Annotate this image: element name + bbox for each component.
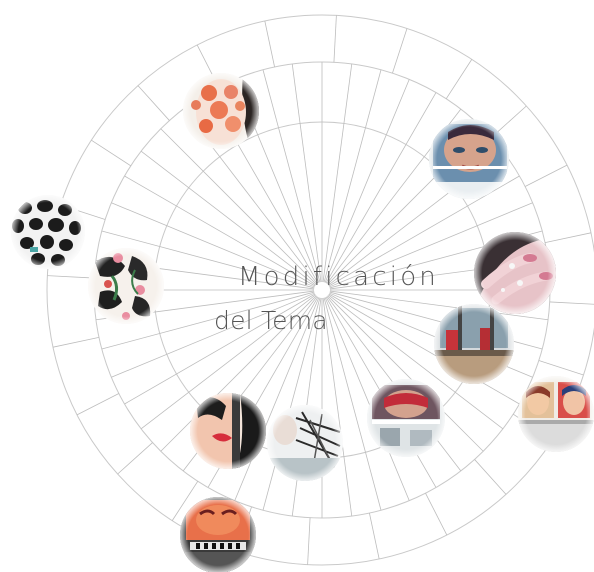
diagram-title-line-1: Modificación bbox=[238, 262, 439, 292]
spoke-outer bbox=[307, 517, 311, 565]
spoke-inner bbox=[324, 79, 410, 283]
spoke-inner bbox=[327, 295, 484, 452]
image-circle-painted-face-mural bbox=[429, 119, 509, 199]
spoke-outer bbox=[544, 232, 592, 243]
spoke-outer bbox=[538, 360, 584, 376]
spoke-inner bbox=[111, 292, 315, 378]
spoke-inner bbox=[111, 202, 315, 288]
spoke-outer bbox=[392, 28, 408, 74]
image-circle-floral-cutout-collage bbox=[88, 248, 164, 324]
spoke-outer bbox=[137, 85, 170, 121]
image-circle-store-interior-red bbox=[434, 304, 514, 384]
spoke-inner bbox=[101, 291, 315, 350]
spoke-inner bbox=[329, 290, 549, 321]
spoke-inner bbox=[325, 92, 437, 284]
spoke-inner bbox=[140, 294, 316, 430]
image-circle-pop-art-kiss-comic bbox=[190, 393, 266, 469]
spoke-inner bbox=[322, 297, 353, 517]
spoke-outer bbox=[264, 20, 275, 68]
spoke-inner bbox=[329, 202, 533, 288]
spoke-inner bbox=[323, 297, 382, 511]
spoke-inner bbox=[140, 150, 316, 286]
spoke-inner bbox=[124, 293, 316, 405]
diagram-title-line-2: del Tema bbox=[214, 306, 328, 335]
spoke-outer bbox=[445, 59, 473, 100]
spoke-inner bbox=[101, 230, 315, 289]
spoke-outer bbox=[76, 393, 120, 416]
image-circle-orange-floral-mask-face bbox=[183, 73, 259, 149]
spoke-outer bbox=[524, 164, 568, 187]
spoke-inner bbox=[291, 63, 322, 283]
spoke-inner bbox=[160, 295, 317, 452]
image-circle-black-white-polka-pattern bbox=[11, 195, 85, 269]
spoke-inner bbox=[328, 293, 520, 405]
spoke-outer bbox=[91, 139, 132, 167]
spoke-inner bbox=[324, 297, 410, 501]
spoke-inner bbox=[262, 69, 321, 283]
spoke-inner bbox=[262, 297, 321, 511]
spoke-outer bbox=[425, 492, 448, 536]
spoke-outer bbox=[369, 512, 380, 560]
spoke-outer bbox=[474, 459, 507, 495]
spoke-outer bbox=[47, 275, 95, 279]
spoke-inner bbox=[322, 63, 353, 283]
image-circle-red-mask-window-display bbox=[367, 379, 445, 457]
spoke-inner bbox=[323, 69, 382, 283]
spoke-outer bbox=[333, 15, 337, 63]
image-circle-orange-face-store-window bbox=[180, 497, 256, 572]
image-circle-pop-art-comic-women bbox=[518, 376, 594, 452]
spoke-inner bbox=[328, 294, 504, 430]
spoke-outer bbox=[549, 301, 594, 305]
spoke-outer bbox=[52, 337, 100, 348]
spoke-inner bbox=[124, 175, 316, 287]
spoke-outer bbox=[117, 442, 153, 475]
spoke-inner bbox=[234, 297, 320, 501]
outer-ring bbox=[46, 14, 594, 566]
image-circle-sketch-mannequin-display bbox=[267, 405, 343, 481]
image-circle-pink-nails-jewelry bbox=[474, 232, 556, 314]
spoke-inner bbox=[160, 128, 317, 285]
spoke-outer bbox=[171, 480, 199, 521]
